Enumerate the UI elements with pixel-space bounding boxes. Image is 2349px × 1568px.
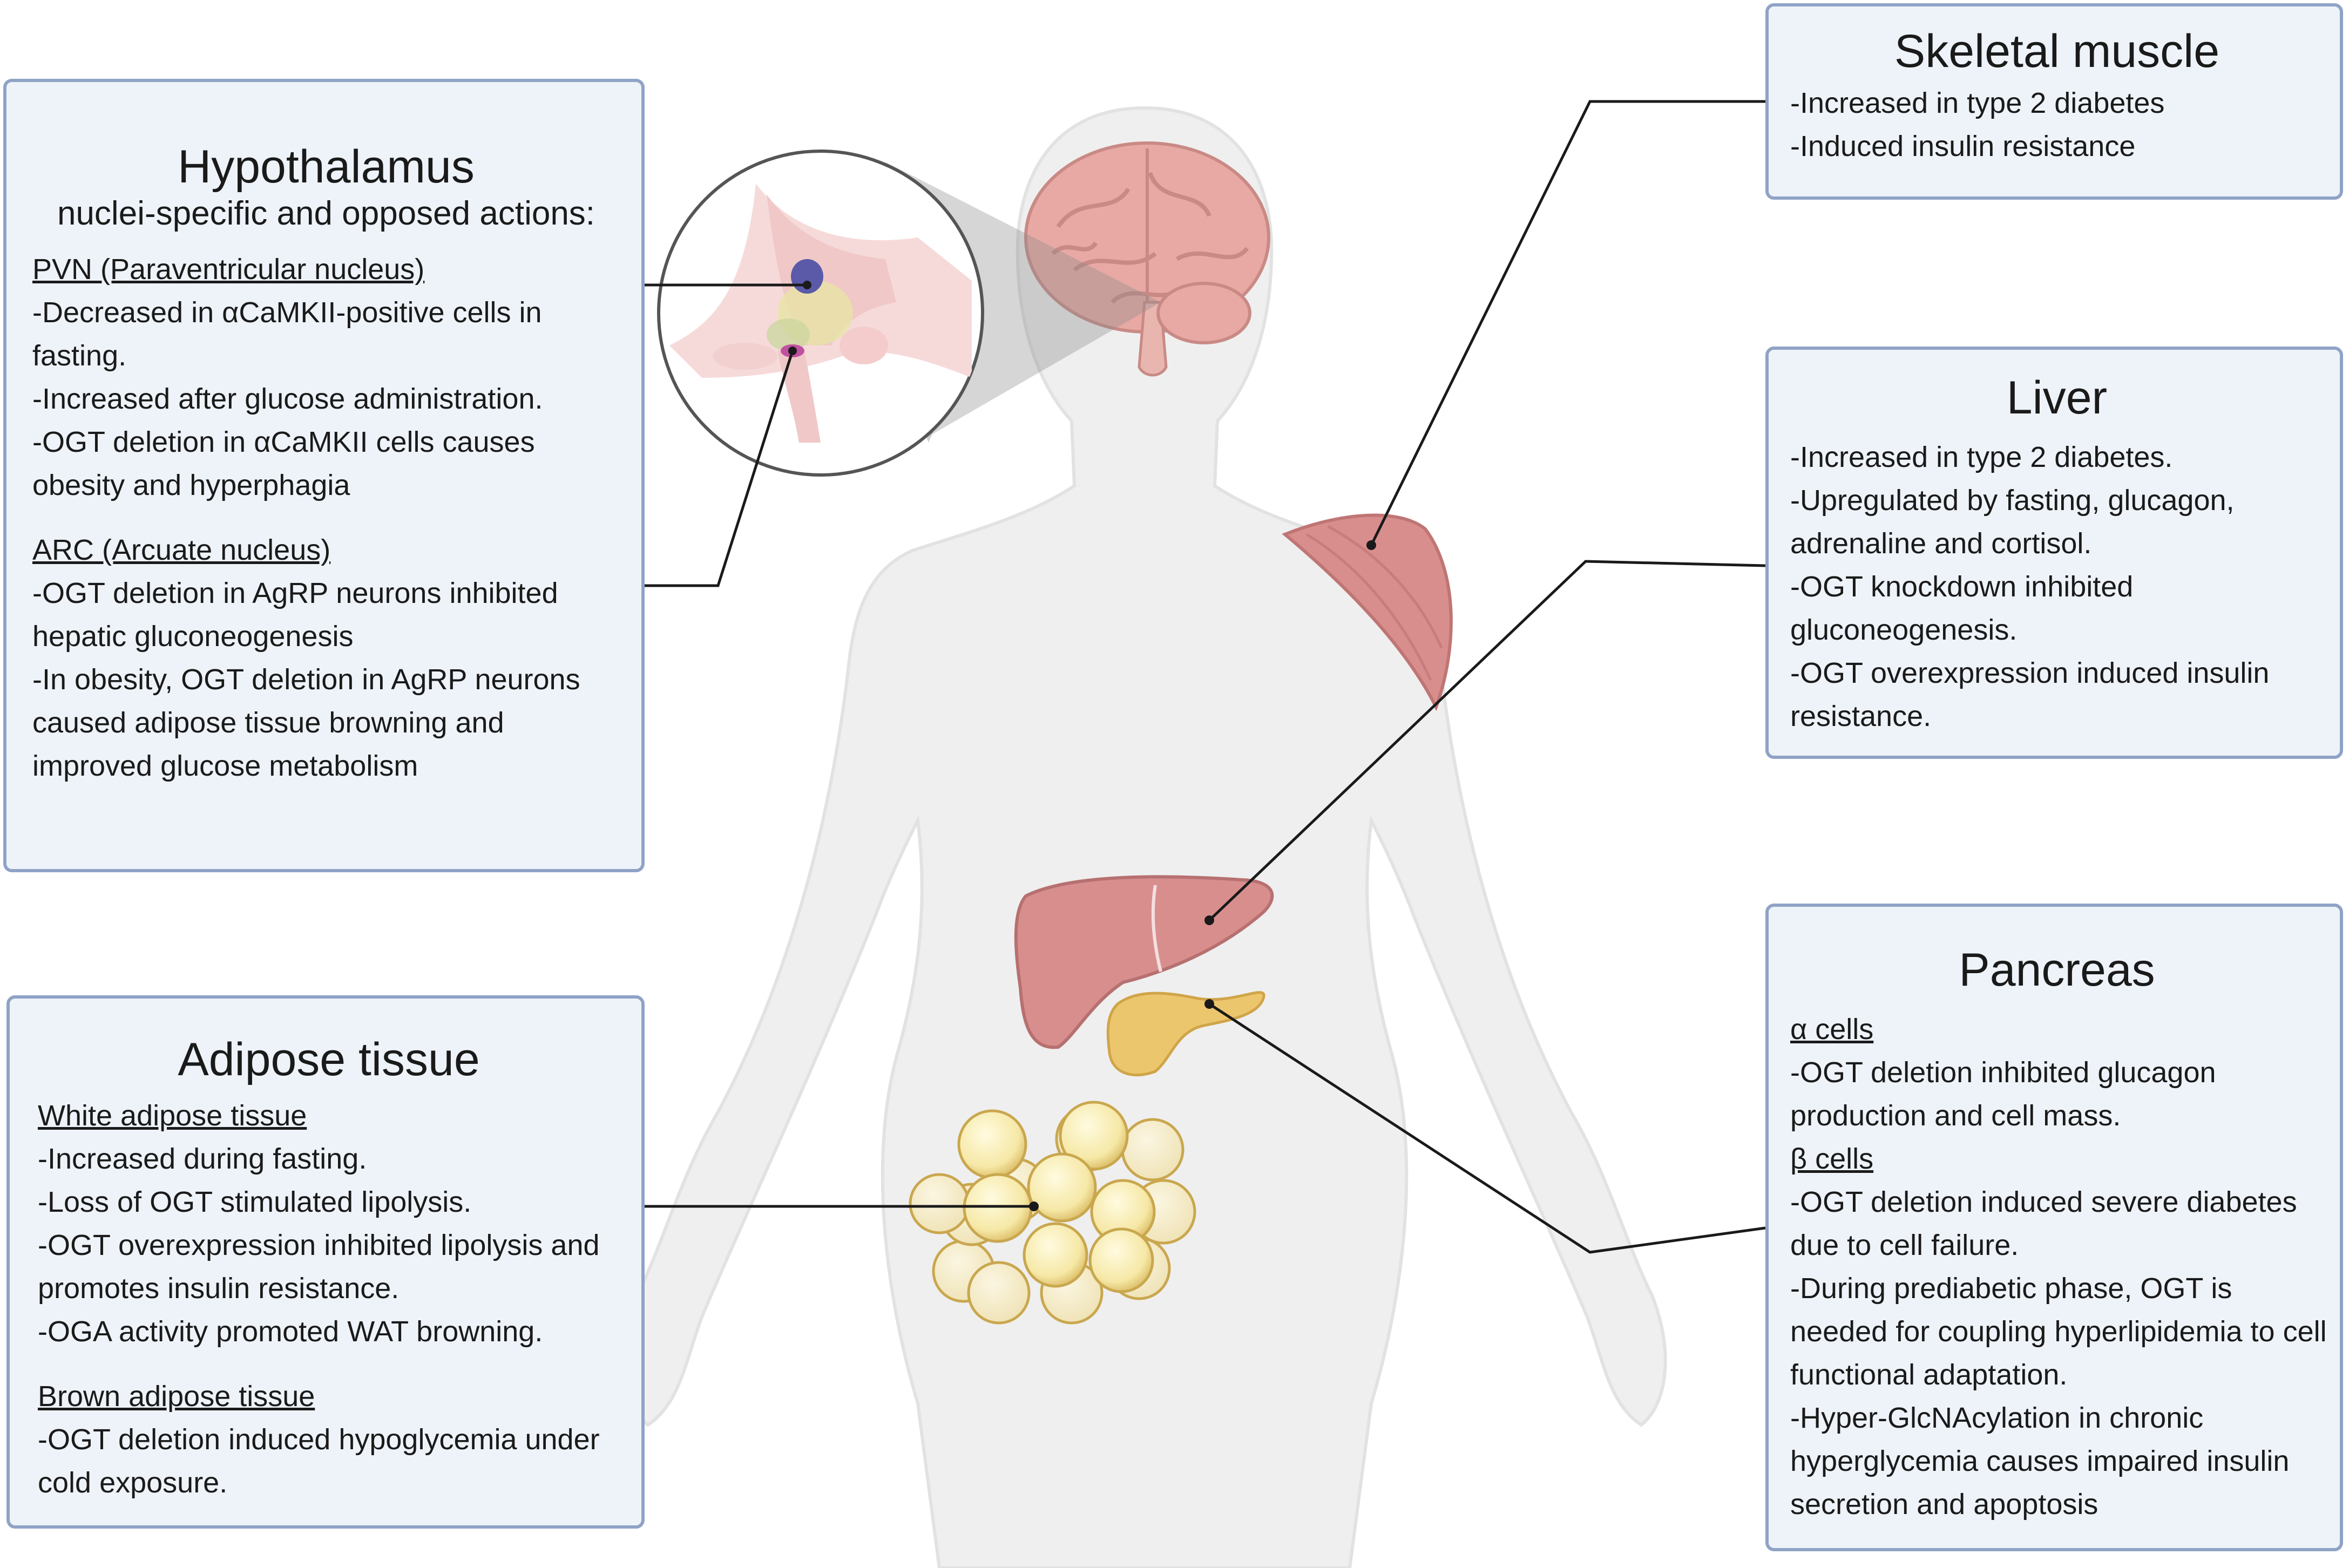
pancreas-connector xyxy=(1208,1002,1766,1254)
pvn-heading: PVN (Paraventricular nucleus) xyxy=(32,253,425,286)
pvn-item: -OGT deletion in αCaMKII cells causes ob… xyxy=(32,426,535,502)
liver-title: Liver xyxy=(2006,372,2108,424)
muscle-item: -Induced insulin resistance xyxy=(1790,130,2136,162)
beta-item: -Hyper-GlcNAcylation in chronic hypergly… xyxy=(1790,1401,2290,1521)
liver-connector xyxy=(1208,560,1766,921)
hypothalamus-title: Hypothalamus xyxy=(178,141,475,193)
muscle-box: Skeletal muscle -Increased in type 2 dia… xyxy=(1765,3,2343,200)
liver-item: -Increased in type 2 diabetes. xyxy=(1790,440,2173,473)
liver-item: -OGT knockdown inhibited gluconeogenesis… xyxy=(1790,570,2134,646)
hypothalamus-zoom-icon xyxy=(657,150,984,477)
beta-item: -OGT deletion induced severe diabetes du… xyxy=(1790,1185,2297,1261)
hypothalamus-subtitle: nuclei-specific and opposed actions: xyxy=(57,194,595,232)
adipose-box: Adipose tissue White adipose tissue -Inc… xyxy=(6,995,645,1529)
hypothalamus-box: Hypothalamus nuclei-specific and opposed… xyxy=(3,79,645,872)
muscle-item: -Increased in type 2 diabetes xyxy=(1790,86,2165,119)
skeletal-muscle-icon xyxy=(1282,513,1453,711)
pvn-item: -Increased after glucose administration. xyxy=(32,383,543,416)
muscle-title: Skeletal muscle xyxy=(1894,25,2220,77)
adipose-title: Adipose tissue xyxy=(178,1034,480,1085)
pancreas-box: Pancreas α cells -OGT deletion inhibited… xyxy=(1765,904,2343,1551)
wat-item: -OGT overexpression inhibited lipolysis … xyxy=(38,1228,600,1305)
wat-item: -OGA activity promoted WAT browning. xyxy=(38,1315,543,1348)
brain-icon xyxy=(1024,141,1270,377)
liver-box: Liver -Increased in type 2 diabetes. -Up… xyxy=(1765,347,2343,759)
arc-item: -In obesity, OGT deletion in AgRP neuron… xyxy=(32,663,580,783)
beta-item: -During prediabetic phase, OGT is needed… xyxy=(1790,1272,2327,1391)
adipocytes-icon xyxy=(909,1101,1196,1325)
wat-item: -Increased during fasting. xyxy=(38,1142,367,1175)
connector-dots xyxy=(788,281,1376,1211)
arc-item: -OGT deletion in AgRP neurons inhibited … xyxy=(32,577,558,653)
wat-heading: White adipose tissue xyxy=(38,1099,307,1132)
bat-heading: Brown adipose tissue xyxy=(38,1380,315,1413)
pancreas-title: Pancreas xyxy=(1959,944,2155,996)
liver-item: -OGT overexpression induced insulin resi… xyxy=(1790,656,2270,732)
beta-heading: β cells xyxy=(1790,1142,1874,1175)
alpha-item: -OGT deletion inhibited glucagon product… xyxy=(1790,1056,2216,1132)
bat-item: -OGT deletion induced hypoglycemia under… xyxy=(38,1423,600,1499)
human-body-silhouette xyxy=(622,106,1667,1568)
wat-item: -Loss of OGT stimulated lipolysis. xyxy=(38,1185,472,1218)
connector-lines xyxy=(361,100,1766,1254)
pvn-item: -Decreased in αCaMKII-positive cells in … xyxy=(32,296,542,372)
liver-item: -Upregulated by fasting, glucagon, adren… xyxy=(1790,484,2235,560)
arc-heading: ARC (Arcuate nucleus) xyxy=(32,534,331,567)
alpha-heading: α cells xyxy=(1790,1013,1874,1046)
muscle-connector xyxy=(1370,100,1765,546)
